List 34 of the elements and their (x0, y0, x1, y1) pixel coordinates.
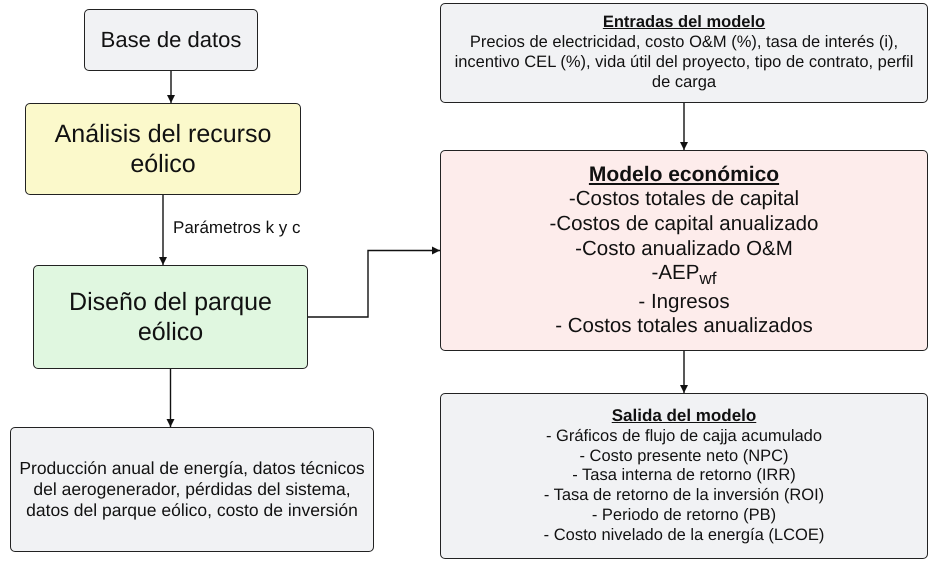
arrow (308, 246, 440, 318)
box-text: - Costo presente neto (NPC) (579, 446, 789, 466)
box-text: - Costos totales anualizados (555, 314, 813, 339)
content-box (440, 3, 928, 103)
process-box (10, 427, 374, 552)
content-box (440, 393, 928, 559)
box-text: -Costos totales de capital (568, 187, 800, 212)
arrow (166, 369, 174, 427)
box-heading: Entradas del modelo (602, 13, 766, 34)
box-text: - Costo nivelado de la energía (LCOE) (544, 526, 824, 546)
box-text: -Costos de capital anualizado (550, 212, 818, 236)
box-heading: Modelo económico (588, 162, 780, 188)
box-text: Precios de electricidad, costo O&M (%), tasa de interés (i), incentivo CEL (%), vida útil del proyecto, tipo de contrato, perfil de carga (454, 33, 914, 93)
box-heading: Salida del modelo (612, 406, 756, 427)
box-text: Producción anual de energía, datos técnicos del aerogenerador, pérdidas del sistema, datos del parque eólico, costo de inversión (18, 458, 366, 521)
box-text: - Periodo de retorno (PB) (592, 506, 776, 526)
box-text: - Tasa de retorno de la inversión (ROI) (544, 486, 824, 506)
arrow (159, 195, 167, 265)
box-text: -AEP$_{wf}$ (652, 261, 716, 290)
process-box (33, 265, 308, 369)
arrow (680, 351, 688, 393)
arrow (167, 71, 175, 103)
process-box (84, 9, 258, 71)
box-text: - Ingresos (638, 290, 730, 314)
box-text: - Tasa interna de retorno (IRR) (572, 466, 796, 486)
box-text: - Gráficos de flujo de cajja acumulado (546, 426, 822, 447)
process-box (25, 103, 301, 195)
arrow (680, 103, 688, 150)
box-text: Base de datos (100, 26, 242, 54)
content-box (440, 150, 928, 351)
edge-label: Parámetros k y c (173, 218, 301, 238)
box-text: Diseño del parque eólico (68, 287, 273, 347)
box-text: -Costo anualizado O&M (575, 236, 793, 262)
box-text: Análisis del recurso eólico (54, 119, 272, 179)
